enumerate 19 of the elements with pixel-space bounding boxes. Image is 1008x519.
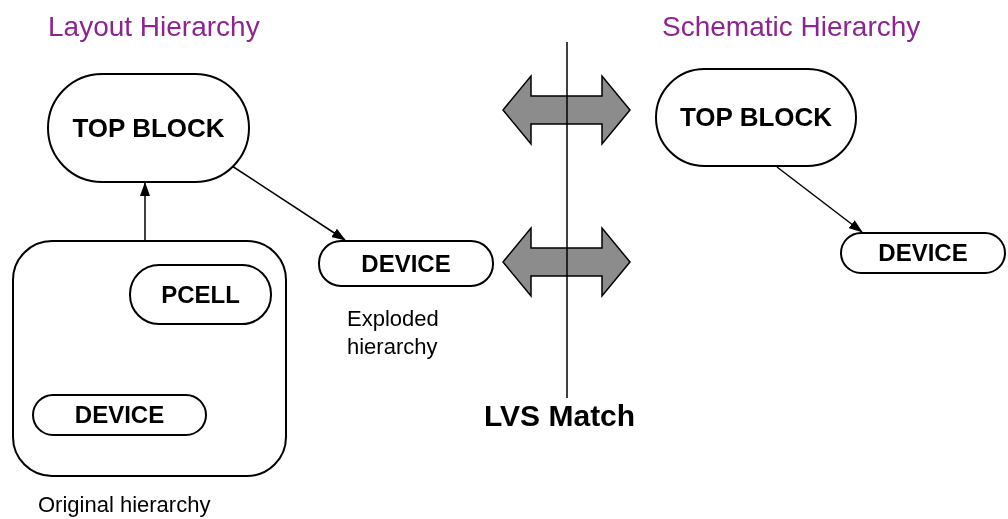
rounded-box [32, 394, 207, 436]
node-label: DEVICE [74, 400, 165, 430]
heading: Layout Hierarchy [48, 10, 260, 44]
arrow [231, 165, 346, 241]
heading: Schematic Hierarchy [662, 10, 921, 44]
rounded-box [318, 240, 494, 287]
node-label: Exploded hierarchy [347, 305, 440, 361]
node-label: DEVICE [878, 238, 968, 268]
divider-label: LVS Match [484, 398, 636, 434]
node-label: Original hierarchy [38, 491, 211, 519]
node-label: DEVICE [361, 248, 451, 279]
rounded-box [840, 232, 1006, 274]
node-label: TOP BLOCK [679, 101, 833, 134]
arrow [776, 166, 863, 233]
node-label: PCELL [161, 279, 240, 310]
container-box [12, 240, 287, 477]
rounded-box [129, 264, 272, 325]
arrow [140, 182, 150, 241]
node-label: TOP BLOCK [72, 111, 225, 145]
